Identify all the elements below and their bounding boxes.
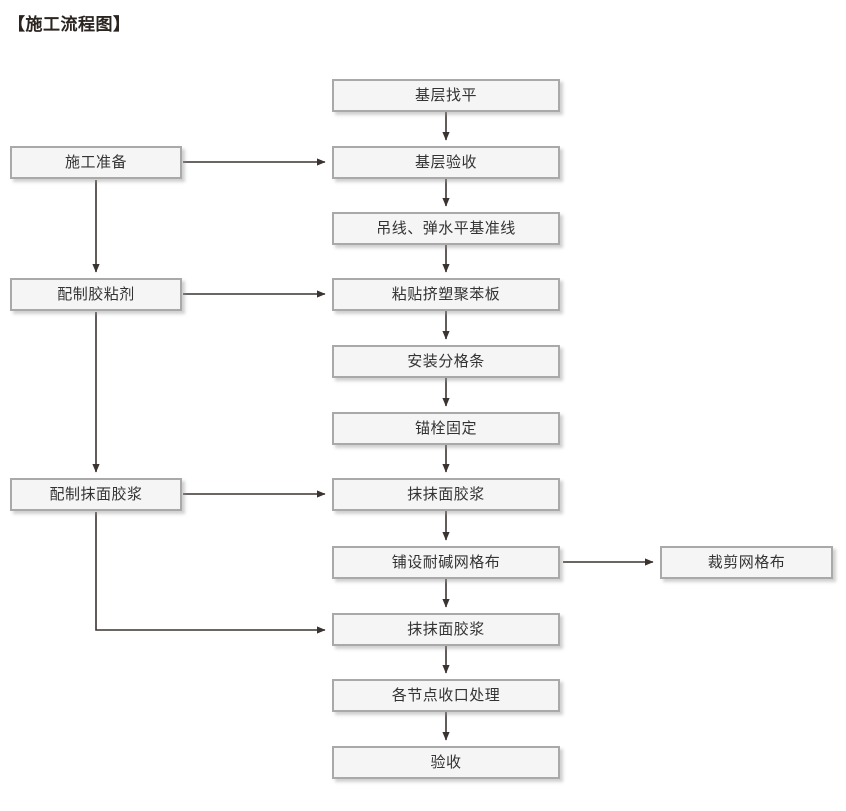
node-leveling[interactable]: 基层找平 — [332, 79, 560, 112]
node-apply-mortar-2[interactable]: 抹抹面胶浆 — [332, 613, 560, 646]
node-label-apply-mortar-2: 抹抹面胶浆 — [407, 620, 485, 638]
node-label-cut-mesh: 裁剪网格布 — [707, 553, 786, 571]
node-mesh-lay[interactable]: 铺设耐碱网格布 — [332, 546, 560, 579]
node-install-strip[interactable]: 安装分格条 — [332, 345, 560, 378]
node-label-adhesive: 配制胶粘剂 — [57, 285, 135, 303]
node-node-sealing[interactable]: 各节点收口处理 — [332, 679, 560, 712]
node-label-skim-mortar: 配制抹面胶浆 — [49, 485, 143, 503]
page-title: 【施工流程图】 — [8, 15, 131, 35]
node-apply-mortar-1[interactable]: 抹抹面胶浆 — [332, 478, 560, 511]
node-adhesive[interactable]: 配制胶粘剂 — [10, 278, 182, 311]
node-prep[interactable]: 施工准备 — [10, 146, 182, 179]
connector-skim-mortar-to-apply-mortar-2 — [95, 512, 326, 634]
node-acceptance-base[interactable]: 基层验收 — [332, 146, 560, 179]
node-cut-mesh[interactable]: 裁剪网格布 — [660, 546, 833, 579]
node-paste-xps[interactable]: 粘贴挤塑聚苯板 — [332, 278, 560, 311]
node-label-anchor-bolt: 锚栓固定 — [414, 419, 477, 437]
node-acceptance-final[interactable]: 验收 — [332, 746, 560, 779]
node-label-mesh-lay: 铺设耐碱网格布 — [391, 553, 501, 571]
node-label-plumb-line: 吊线、弹水平基准线 — [376, 219, 516, 237]
node-label-node-sealing: 各节点收口处理 — [391, 686, 501, 704]
node-skim-mortar[interactable]: 配制抹面胶浆 — [10, 478, 182, 511]
node-label-leveling: 基层找平 — [414, 86, 477, 104]
node-label-apply-mortar-1: 抹抹面胶浆 — [407, 485, 485, 503]
node-plumb-line[interactable]: 吊线、弹水平基准线 — [332, 212, 560, 245]
node-label-paste-xps: 粘贴挤塑聚苯板 — [391, 285, 501, 303]
node-label-install-strip: 安装分格条 — [407, 352, 485, 370]
node-anchor-bolt[interactable]: 锚栓固定 — [332, 412, 560, 445]
node-label-acceptance-final: 验收 — [430, 753, 462, 771]
node-label-acceptance-base: 基层验收 — [414, 153, 477, 171]
node-label-prep: 施工准备 — [64, 153, 127, 171]
